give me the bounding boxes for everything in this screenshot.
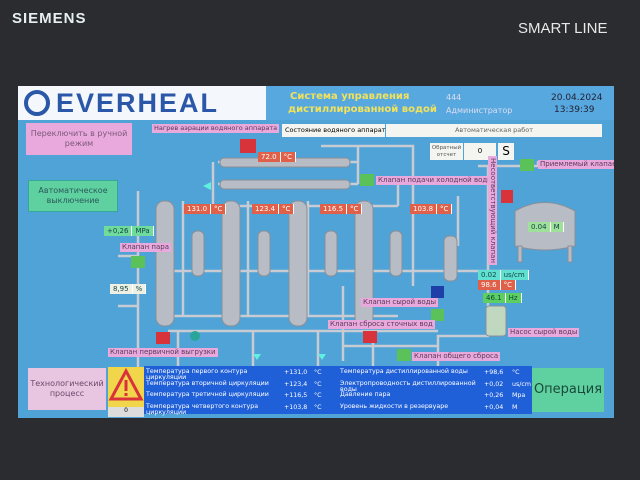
valves — [131, 139, 534, 361]
temp3-tag: 116.5°C — [320, 204, 363, 214]
aeration-heating-label: Нагрев аэрации водяного аппарата — [152, 124, 280, 133]
manual-mode-button[interactable]: Переключить в ручной режим — [26, 123, 132, 155]
status-label: Температура третичной циркуляции — [146, 391, 269, 398]
temp1-tag: 131.0°C — [184, 204, 227, 214]
auto-off-button[interactable]: Автоматическое выключение — [28, 180, 118, 212]
distilled-temp-tag: 98.6°C — [478, 280, 516, 290]
operation-button[interactable]: Операция — [532, 368, 604, 412]
status-value: +98,6 — [484, 369, 504, 376]
time: 13:39:39 — [554, 105, 595, 115]
user-role: Администратор — [446, 106, 513, 115]
status-label: Давление пара — [340, 391, 391, 398]
date: 20.04.2024 — [551, 93, 603, 103]
temp4-tag: 103.8°C — [410, 204, 453, 214]
status-unit: °C — [512, 369, 520, 376]
equipment — [155, 157, 576, 337]
raw-water-pump — [485, 305, 507, 337]
status-value: +0,04 — [484, 403, 504, 411]
alarm-indicator[interactable]: 0 — [108, 367, 144, 417]
warning-icon — [108, 367, 144, 401]
temp2-tag: 123.4°C — [252, 204, 295, 214]
status-label: Температура вторичной циркуляции — [146, 379, 269, 387]
title-line2: дистиллированной водой — [288, 104, 437, 115]
aeration-temp-tag: 72.0°C — [258, 152, 296, 162]
steam-valve-opening-tag: 8,95% — [110, 284, 147, 294]
status-unit: Мра — [512, 392, 526, 399]
status-unit: °C — [314, 392, 322, 399]
status-value: +0,26 — [484, 392, 504, 399]
status-label: Электропроводность дистиллированной воды — [340, 379, 476, 393]
steam-valve-label[interactable]: Клапан пара — [120, 243, 172, 252]
status-value: +131,0 — [284, 369, 308, 376]
raw-pump-label[interactable]: Насос сырой воды — [508, 328, 580, 337]
cold-water-valve-label[interactable]: Клапан подачи холодной воды — [376, 176, 495, 185]
flow-arrows — [203, 182, 326, 360]
status-label: Температура дистиллированной воды — [340, 368, 468, 375]
status-unit: us/cm — [512, 380, 531, 388]
status-value: +116,5 — [284, 392, 308, 399]
siemens-logo: SIEMENS — [12, 10, 87, 27]
user-id: 444 — [446, 93, 462, 102]
reject-valve-label[interactable]: Несоответствующий клапан — [488, 155, 498, 266]
raw-water-valve-label[interactable]: Клапан сырой воды — [361, 298, 439, 307]
common-drain-label[interactable]: Клапан общего сброса — [412, 352, 501, 361]
status-panel: Температура первого контура циркуляции +1… — [144, 366, 532, 416]
alarm-count: 0 — [108, 407, 144, 417]
model-label: SMART LINE — [518, 20, 608, 37]
everheal-logo-icon — [24, 90, 50, 116]
state-label: Состояние водяного аппарата — [282, 124, 390, 137]
countdown-value: 0 — [464, 143, 496, 160]
status-label: Температура первого контура циркуляции — [146, 368, 248, 382]
status-value: +123,4 — [284, 380, 308, 388]
state-value: Автоматическая работ — [386, 124, 602, 137]
title-bar: Система управления дистиллированной водо… — [266, 86, 614, 120]
waste-valve-label[interactable]: Клапан сброса сточных вод — [328, 320, 435, 329]
status-value: +0,02 — [484, 380, 504, 388]
accept-valve-label[interactable]: Приемлемый клапан — [538, 160, 614, 169]
process-diagram — [118, 139, 576, 396]
logo-area: EVERHEAL — [18, 86, 266, 120]
status-label: Уровень жидкости в резервуаре — [340, 402, 449, 410]
countdown-label: Обратный отсчет — [430, 143, 463, 160]
status-unit: °C — [314, 403, 322, 411]
status-unit: M — [512, 403, 518, 411]
column-1 — [155, 200, 175, 327]
status-unit: °C — [314, 369, 322, 376]
status-unit: °C — [314, 380, 322, 388]
column-4 — [354, 200, 374, 327]
primary-discharge-label[interactable]: Клапан первичной выгрузки — [108, 348, 218, 357]
status-label: Температура четвертого контура циркуляци… — [146, 402, 259, 416]
column-3 — [288, 200, 308, 327]
countdown-unit: S — [498, 143, 514, 160]
logo-text: EVERHEAL — [56, 87, 220, 118]
status-value: +103,8 — [284, 403, 308, 411]
hmi-screen: EVERHEAL Система управления дистиллирова… — [18, 86, 614, 418]
column-2 — [221, 200, 241, 327]
process-button[interactable]: Технологический процесс — [28, 368, 106, 410]
title-line1: Система управления — [290, 91, 410, 102]
